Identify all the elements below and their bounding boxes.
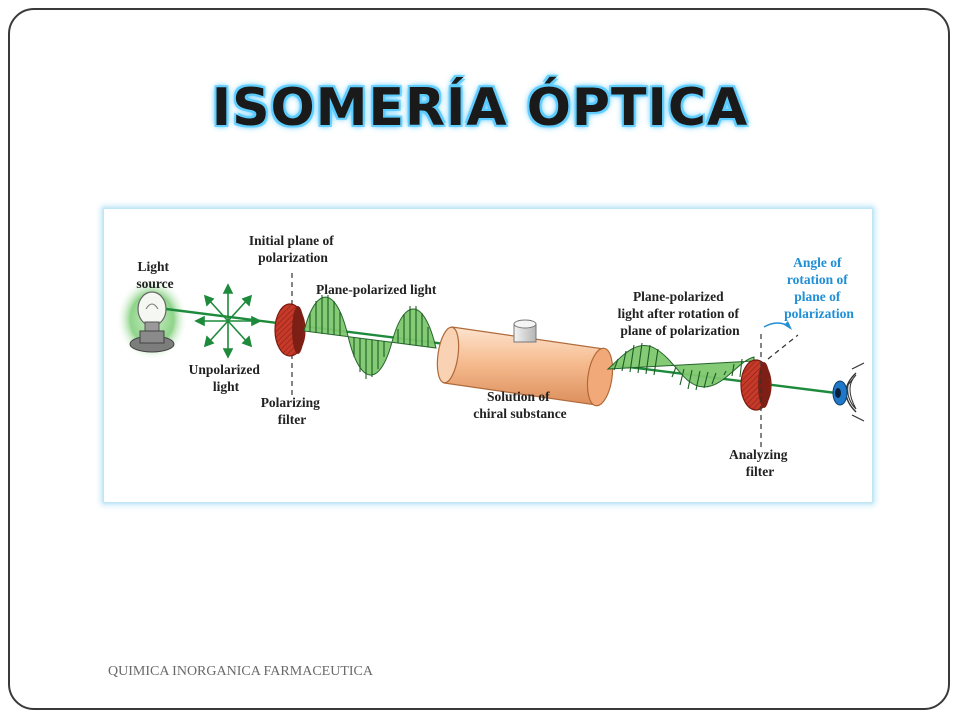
label-plane-polarized: Plane-polarized light [316,282,437,297]
label-after-rotation: Plane-polarized light after rotation of … [618,289,743,338]
label-solution: Solution of chiral substance [473,389,566,421]
light-bulb-icon [116,277,188,361]
plane-polarized-wave [303,295,437,379]
rotated-wave [606,342,755,391]
label-light-source: Light source [136,259,173,291]
polarizing-filter [274,303,306,357]
polarimeter-diagram: Light source Initial plane of polarizati… [116,233,865,479]
label-initial-plane: Initial plane of polarization [249,233,337,265]
slide-title: ISOMERÍA ÓPTICA [211,78,749,138]
label-analyzing-filter: Analyzing filter [729,447,791,479]
label-angle-of-rotation: Angle of rotation of plane of polarizati… [784,255,854,321]
label-polarizing-filter: Polarizing filter [261,395,324,427]
angle-arc [763,321,792,330]
analyzing-filter [740,359,772,411]
rotated-plane [767,334,799,360]
footer-course-name: QUIMICA INORGANICA FARMACEUTICA [108,664,373,679]
optical-rotation-figure: Light source Initial plane of polarizati… [104,209,872,502]
unpolarized-arrows [194,283,262,359]
sample-tube [436,319,614,407]
eye-icon [832,362,865,422]
label-unpolarized: Unpolarized light [189,362,264,394]
